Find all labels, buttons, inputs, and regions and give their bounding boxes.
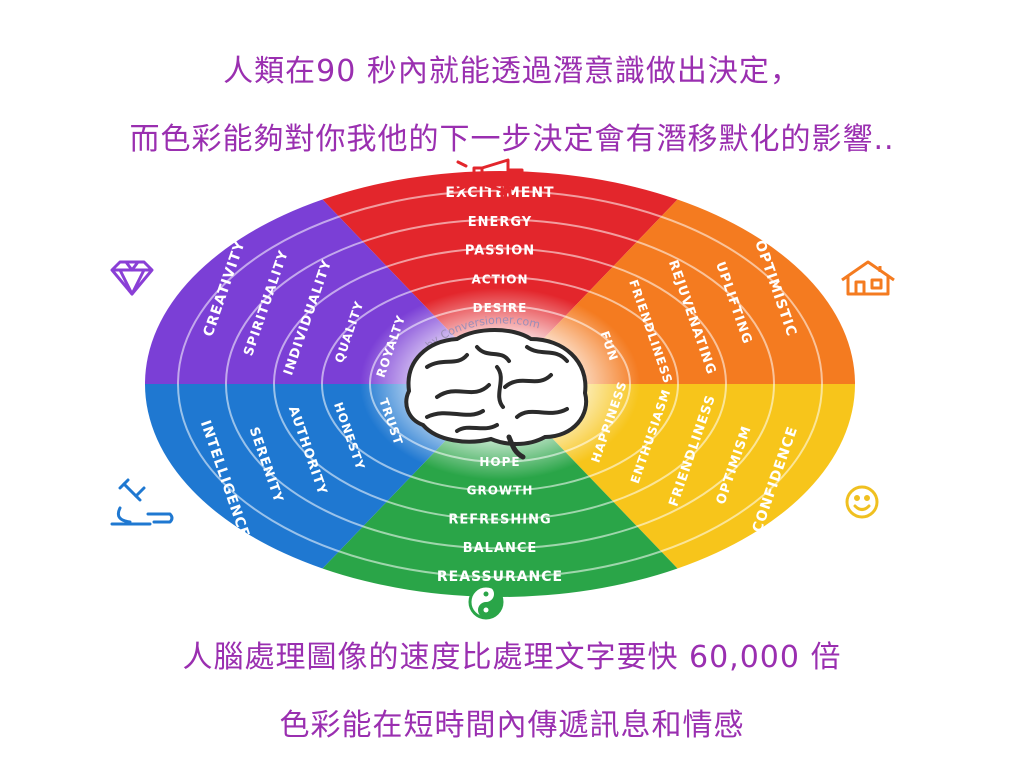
ring-divider-4 [321,276,679,492]
ring-divider-2 [225,218,775,550]
megaphone-icon [454,158,524,200]
diamond-icon [110,260,154,296]
wheel-ring-dividers [177,189,823,579]
footer-line-1: 人腦處理圖像的速度比處理文字要快 60,000 倍 [182,640,842,675]
house-icon [841,260,895,296]
microscope-icon [110,478,174,526]
headline-line-1: 人類在90 秒內就能透過潛意識做出決定， [223,54,801,89]
wheel-word-green-1: REASSURANCE [437,569,563,585]
smiley-icon [845,485,879,519]
ring-divider-3 [273,247,727,521]
yin-yang-icon [468,584,504,620]
wheel-word-green-4: GROWTH [467,484,534,498]
wheel-word-green-3: REFRESHING [448,512,551,527]
wheel-word-red-1: EXCITEMENT [445,185,554,201]
wheel-word-red-2: ENERGY [468,215,532,230]
wheel-word-red-4: ACTION [472,272,529,286]
headline-line-2: 而色彩能夠對你我他的下一步決定會有潛移默化的影響.. [129,122,895,157]
wheel-word-green-2: BALANCE [463,541,538,556]
brain-icon [404,328,589,460]
footer-line-2: 色彩能在短時間內傳遞訊息和情感 [279,708,745,743]
wheel-word-red-3: PASSION [465,244,535,259]
